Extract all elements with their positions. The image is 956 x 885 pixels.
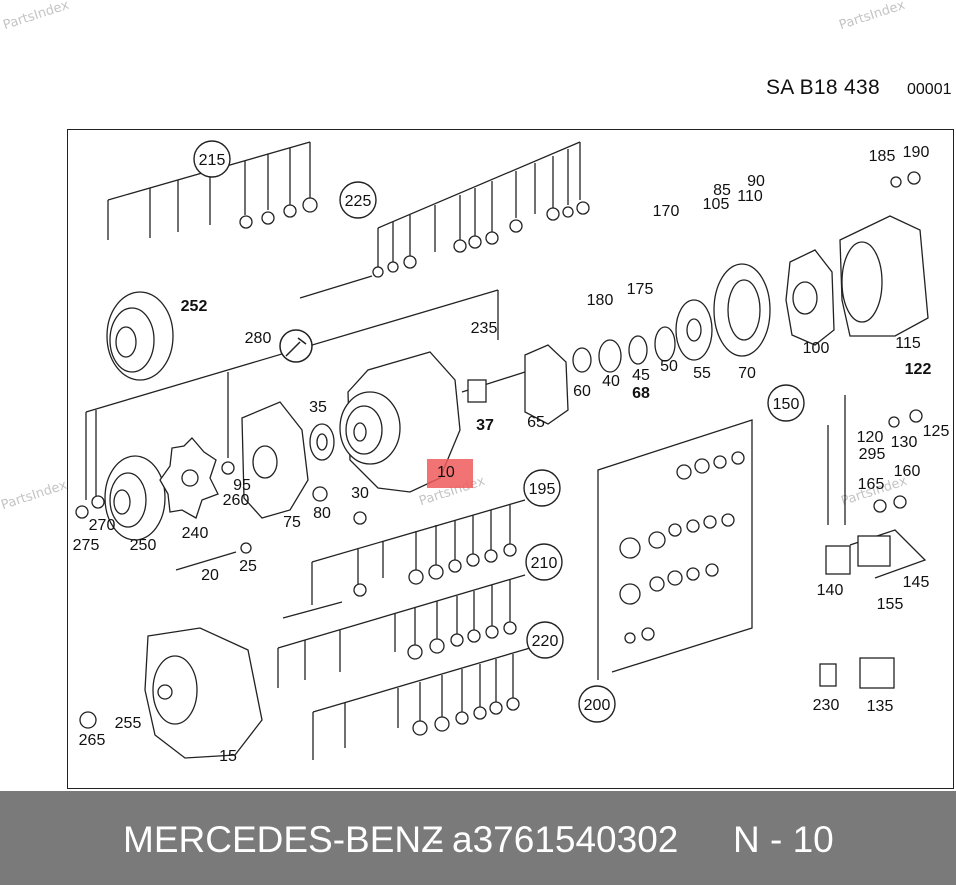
callout-label-250[interactable]: 250 xyxy=(130,537,157,554)
callout-label-220[interactable]: 220 xyxy=(532,633,559,650)
callout-circle-210 xyxy=(525,543,563,581)
callout-label-185[interactable]: 185 xyxy=(869,148,896,165)
callout-label-100[interactable]: 100 xyxy=(803,340,830,357)
diagram-frame xyxy=(67,129,954,789)
callout-label-235[interactable]: 235 xyxy=(471,320,498,337)
callout-label-150[interactable]: 150 xyxy=(773,396,800,413)
callout-label-155[interactable]: 155 xyxy=(877,596,904,613)
footer-brand: MERCEDES-BENZ xyxy=(123,819,444,860)
callout-label-252[interactable]: 252 xyxy=(181,298,208,315)
footer-bar: MERCEDES-BENZ - a3761540302 N - 10 xyxy=(0,791,956,885)
callout-label-240[interactable]: 240 xyxy=(182,525,209,542)
wrench-icon xyxy=(279,329,313,363)
callout-label-55[interactable]: 55 xyxy=(693,365,711,382)
callout-label-260[interactable]: 260 xyxy=(223,492,250,509)
callout-label-30[interactable]: 30 xyxy=(351,485,369,502)
callout-label-135[interactable]: 135 xyxy=(867,698,894,715)
callout-label-60[interactable]: 60 xyxy=(573,383,591,400)
callout-label-170[interactable]: 170 xyxy=(653,203,680,220)
callout-label-20[interactable]: 20 xyxy=(201,567,219,584)
callout-label-210[interactable]: 210 xyxy=(531,555,558,572)
callout-label-95[interactable]: 95 xyxy=(233,477,251,494)
callout-label-270[interactable]: 270 xyxy=(89,517,116,534)
callout-label-15[interactable]: 15 xyxy=(219,748,237,765)
callout-label-175[interactable]: 175 xyxy=(627,281,654,298)
callout-label-90[interactable]: 90 xyxy=(747,173,765,190)
diagram-code: SA B18 438 xyxy=(766,76,880,99)
callout-label-68[interactable]: 68 xyxy=(632,385,650,402)
callout-label-50[interactable]: 50 xyxy=(660,358,678,375)
callout-label-180[interactable]: 180 xyxy=(587,292,614,309)
highlighted-part-label: 10 xyxy=(437,464,455,481)
footer-separator: - xyxy=(431,819,444,860)
callout-label-122[interactable]: 122 xyxy=(905,361,932,378)
callout-label-200[interactable]: 200 xyxy=(584,697,611,714)
callout-label-25[interactable]: 25 xyxy=(239,558,257,575)
callout-label-230[interactable]: 230 xyxy=(813,697,840,714)
callout-label-125[interactable]: 125 xyxy=(923,423,950,440)
callout-label-190[interactable]: 190 xyxy=(903,144,930,161)
callout-label-37[interactable]: 37 xyxy=(476,417,494,434)
callout-circle-215 xyxy=(193,140,231,178)
callout-label-120[interactable]: 120 xyxy=(857,429,884,446)
callout-circle-195 xyxy=(523,469,561,507)
callout-label-75[interactable]: 75 xyxy=(283,514,301,531)
callout-label-275[interactable]: 275 xyxy=(73,537,100,554)
callout-label-35[interactable]: 35 xyxy=(309,399,327,416)
callout-label-40[interactable]: 40 xyxy=(602,373,620,390)
highlighted-part-marker[interactable]: 10 xyxy=(427,459,473,488)
callout-label-65[interactable]: 65 xyxy=(527,414,545,431)
callout-circle-220 xyxy=(526,621,564,659)
callout-label-130[interactable]: 130 xyxy=(891,434,918,451)
callout-label-215[interactable]: 215 xyxy=(199,152,226,169)
callout-label-195[interactable]: 195 xyxy=(529,481,556,498)
callout-label-85[interactable]: 85 xyxy=(713,182,731,199)
callout-label-80[interactable]: 80 xyxy=(313,505,331,522)
callout-label-295[interactable]: 295 xyxy=(859,446,886,463)
callout-label-255[interactable]: 255 xyxy=(115,715,142,732)
callout-label-45[interactable]: 45 xyxy=(632,367,650,384)
callout-label-280[interactable]: 280 xyxy=(245,330,272,347)
callout-label-265[interactable]: 265 xyxy=(79,732,106,749)
callout-circle-225 xyxy=(339,181,377,219)
callout-label-160[interactable]: 160 xyxy=(894,463,921,480)
callout-label-115[interactable]: 115 xyxy=(895,335,921,352)
footer-position: N - 10 xyxy=(733,819,834,860)
sheet-number: 00001 xyxy=(907,81,952,98)
callout-circle-200 xyxy=(578,685,616,723)
callout-label-165[interactable]: 165 xyxy=(858,476,885,493)
callout-label-140[interactable]: 140 xyxy=(817,582,844,599)
callout-label-225[interactable]: 225 xyxy=(345,193,372,210)
callout-label-70[interactable]: 70 xyxy=(738,365,756,382)
callout-label-145[interactable]: 145 xyxy=(903,574,930,591)
callout-label-105[interactable]: 105 xyxy=(703,196,730,213)
callout-circle-150 xyxy=(767,384,805,422)
footer-part-number: a3761540302 xyxy=(452,819,679,860)
callout-label-110[interactable]: 110 xyxy=(737,188,763,205)
